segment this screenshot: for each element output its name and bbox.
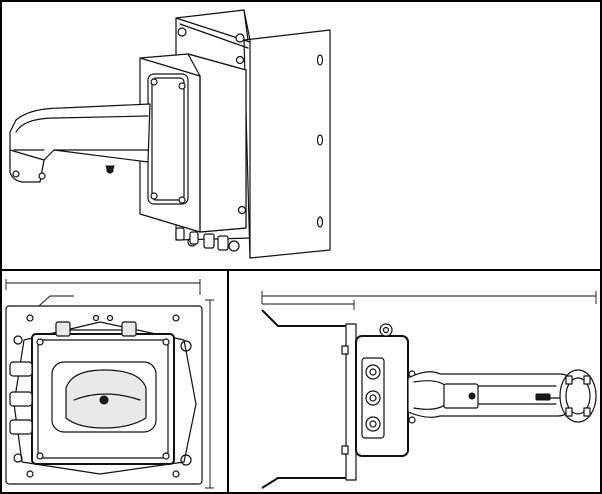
mounting-slot-icon: [316, 54, 324, 228]
side-gland-icon: [9, 361, 33, 435]
side-gland-front-icon: [365, 364, 381, 432]
center-bolt-icon: [99, 395, 109, 405]
bracket-arm: [9, 103, 151, 183]
end-ring: [559, 369, 597, 423]
top-lug-icon: [379, 323, 393, 337]
dimension-lines: [5, 279, 214, 489]
side-arm: [407, 371, 571, 418]
isometric-view: [9, 9, 331, 259]
junction-box: [139, 53, 247, 252]
set-screw-icon: [535, 393, 551, 401]
front-view: [5, 279, 214, 489]
plate-hole-icon: [13, 314, 192, 478]
side-bracket-plate: [261, 309, 357, 489]
side-view: [261, 291, 597, 489]
box-corner-screw-icon: [36, 338, 170, 460]
top-clamp-icon: [55, 321, 137, 337]
cable-gland-icon: [175, 227, 229, 251]
box-screw-icon: [150, 55, 247, 252]
side-dimension-lines: [261, 291, 597, 310]
